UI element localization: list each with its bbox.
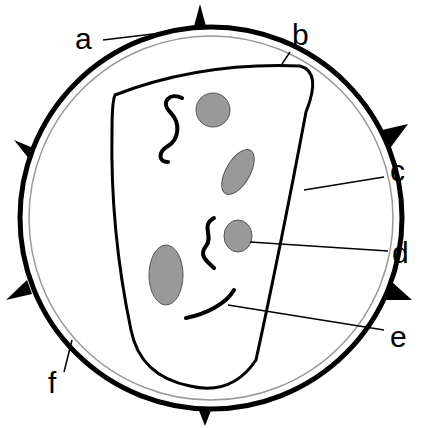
chromosome [186,290,234,318]
inner-wall [29,36,393,400]
callout-letter: c [390,156,405,186]
spines [6,4,412,426]
spine [6,280,32,300]
organelle [149,245,183,305]
organelle [196,93,230,127]
organelle [224,220,252,252]
chromosome [203,218,214,268]
leader-line [228,305,384,330]
leader-line [282,52,290,64]
callout-letter: b [292,20,309,50]
chromosome [161,96,183,162]
leader-line [250,242,388,251]
cell-body [112,66,313,389]
callout-letter: d [392,238,409,268]
outer-wall [20,27,402,409]
leader-lines [64,30,388,372]
leader-line [64,340,72,372]
leader-line [103,30,186,40]
callout-letter: a [75,24,92,54]
organelle [215,144,261,199]
organelles [149,93,261,305]
callout-letter: e [390,322,407,352]
callout-letter: f [48,368,56,398]
leader-line [304,177,384,190]
chromosomes [161,96,235,318]
